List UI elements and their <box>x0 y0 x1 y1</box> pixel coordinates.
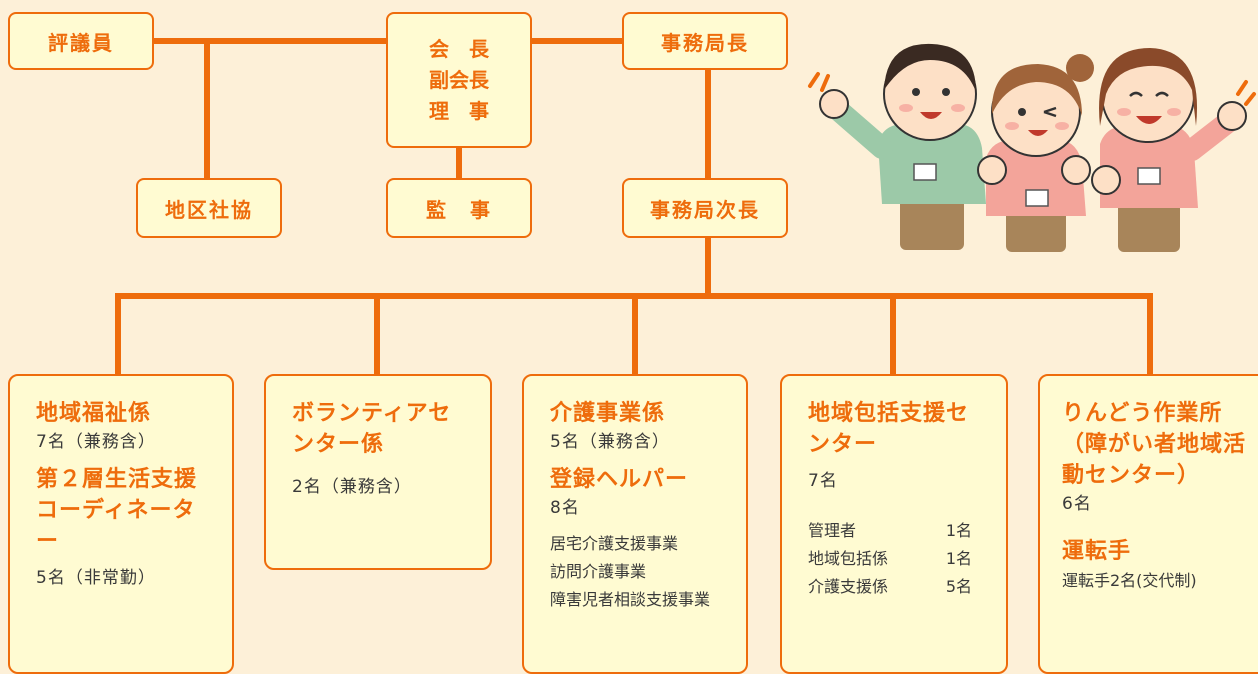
staff-member-2 <box>977 54 1094 252</box>
staff-role: 介護支援係 <box>808 577 889 596</box>
dept-title: 介護事業係 <box>550 401 666 426</box>
staff-list: 管理者 1名 地域包括係 1名 介護支援係 5名 <box>808 517 1006 601</box>
dept-title: りんどう作業所（障がい者地域活動センター） <box>1062 401 1247 488</box>
service-item: 居宅介護支援事業 <box>550 534 679 553</box>
dept-title: 地域包括支援センター <box>808 401 970 457</box>
dept-count: 2名（兼務含） <box>292 477 412 497</box>
dept-count: 5名（兼務含） <box>550 432 670 452</box>
helper-count: 8名 <box>550 498 580 518</box>
dept-title: 地域福祉係 <box>36 401 152 426</box>
executive-chair: 会 長 <box>429 36 489 61</box>
driver-title: 運転手 <box>1062 539 1132 564</box>
auditor-box: 監 事 <box>386 178 532 238</box>
staff-role: 管理者 <box>808 521 857 540</box>
staff-count: 1名 <box>945 549 972 568</box>
deputy-secretary-box: 事務局次長 <box>622 178 788 238</box>
dept-count: 6名 <box>1062 494 1092 514</box>
staff-row: 介護支援係 5名 <box>808 573 1006 601</box>
dept-community-welfare: 地域福祉係 7名（兼務含） 第２層生活支援コーディネーター 5名（非常勤） <box>8 374 234 674</box>
staff-count: 5名 <box>945 577 972 596</box>
executive-director: 理 事 <box>429 98 489 123</box>
executive-vice-chair: 副会長 <box>429 67 489 92</box>
staff-cheering-illustration <box>808 43 1256 252</box>
dept-count: 7名（兼務含） <box>36 432 156 452</box>
dept-comprehensive-support-center: 地域包括支援センター 7名 管理者 1名 地域包括係 1名 介護支援係 5名 <box>780 374 1008 674</box>
staff-member-3 <box>1091 48 1247 252</box>
dept-volunteer-center: ボランティアセンター係 2名（兼務含） <box>264 374 492 570</box>
coordinator-count: 5名（非常勤） <box>36 568 156 588</box>
councilors-box: 評議員 <box>8 12 154 70</box>
staff-member-1 <box>819 43 986 250</box>
dept-care-services: 介護事業係 5名（兼務含） 登録ヘルパー 8名 居宅介護支援事業 訪問介護事業 … <box>522 374 748 674</box>
district-council-label: 地区社協 <box>165 197 253 222</box>
councilors-label: 評議員 <box>48 30 114 55</box>
staff-row: 管理者 1名 <box>808 517 1006 545</box>
excitement-marks-icon <box>808 72 1256 106</box>
auditor-label: 監 事 <box>426 197 492 222</box>
district-council-box: 地区社協 <box>136 178 282 238</box>
executive-box: 会 長 副会長 理 事 <box>386 12 532 148</box>
staff-row: 地域包括係 1名 <box>808 545 1006 573</box>
helper-title: 登録ヘルパー <box>550 467 689 492</box>
service-item: 障害児者相談支援事業 <box>550 590 711 609</box>
dept-rindou-workshop: りんどう作業所（障がい者地域活動センター） 6名 運転手 運転手2名(交代制) <box>1038 374 1258 674</box>
secretary-general-box: 事務局長 <box>622 12 788 70</box>
service-item: 訪問介護事業 <box>550 562 647 581</box>
staff-role: 地域包括係 <box>808 549 889 568</box>
secretary-general-label: 事務局長 <box>661 30 749 55</box>
coordinator-title: 第２層生活支援コーディネーター <box>36 467 198 554</box>
driver-count: 運転手2名(交代制) <box>1062 571 1197 590</box>
staff-count: 1名 <box>945 521 972 540</box>
dept-count: 7名 <box>808 471 838 491</box>
deputy-secretary-label: 事務局次長 <box>650 197 760 222</box>
dept-title: ボランティアセンター係 <box>292 401 452 457</box>
